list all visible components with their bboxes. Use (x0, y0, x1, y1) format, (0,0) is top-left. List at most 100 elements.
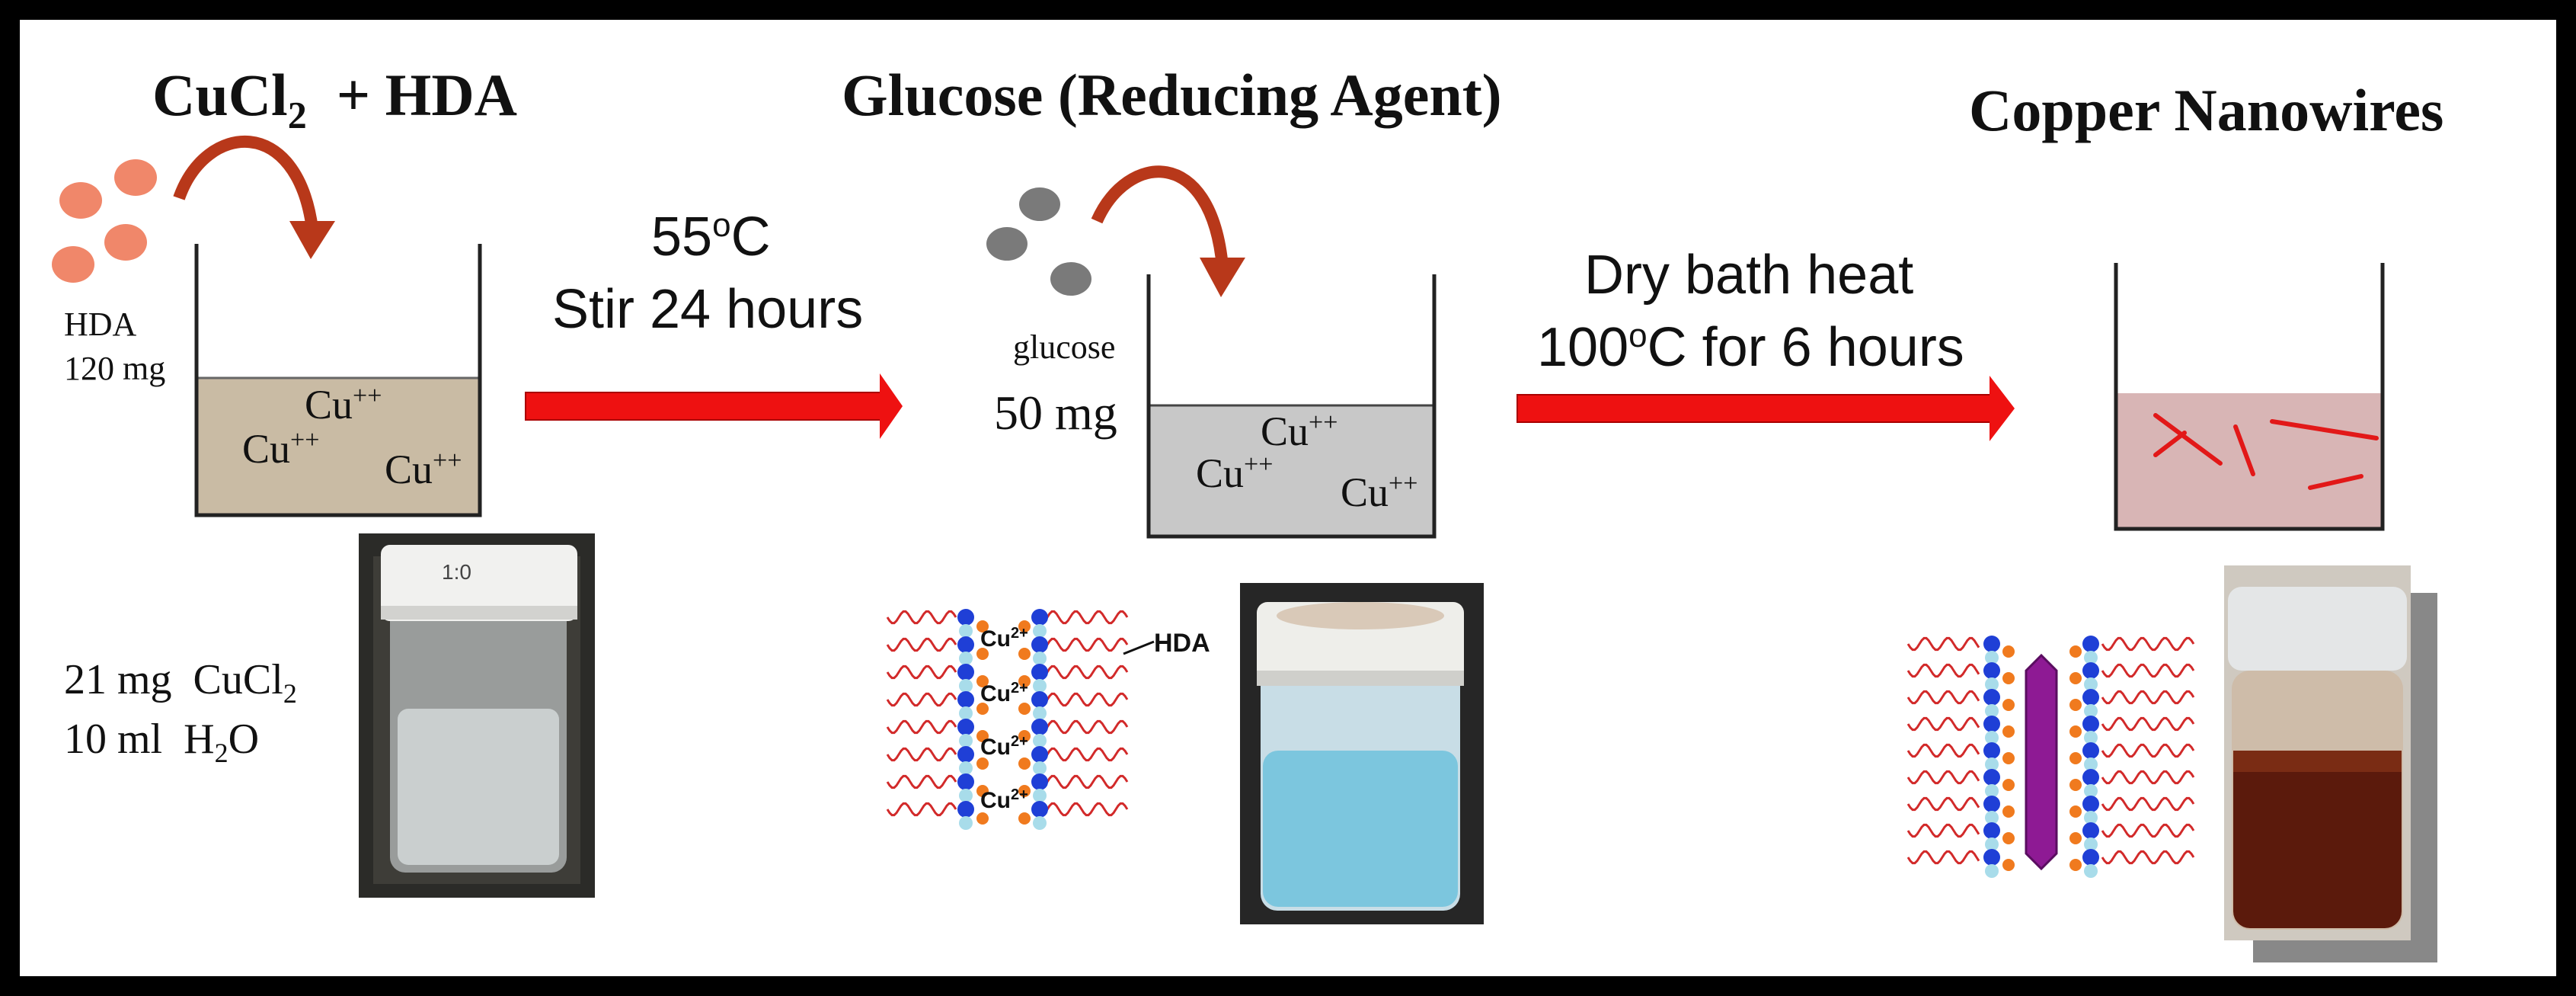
amine-head (957, 746, 974, 763)
beaker1-ion-1: Cu++ (305, 382, 382, 428)
arrow2-method: Dry bath heat (1584, 245, 1914, 306)
amine-head (1983, 636, 2000, 652)
counter-ion (976, 648, 989, 660)
counter-ion (1018, 812, 1031, 825)
ligand-node (1985, 651, 1999, 665)
counter-ion (976, 757, 989, 770)
amine-head (2082, 742, 2099, 759)
hda-chain (886, 665, 957, 680)
hda-chain (1906, 743, 1980, 758)
amine-head (1031, 636, 1048, 653)
amine-head (957, 691, 974, 708)
process-arrow-1 (525, 373, 903, 439)
hda-amount: 120 mg (64, 350, 166, 387)
arrow1-duration: Stir 24 hours (552, 279, 864, 340)
beaker1-ion-2: Cu++ (242, 426, 320, 472)
glucose-amount: 50 mg (994, 386, 1117, 440)
diagram-hda-label: HDA (1154, 629, 1210, 658)
counter-ion (2002, 859, 2015, 871)
counter-ion (2002, 725, 2015, 738)
amine-head (1983, 822, 2000, 839)
amine-head (1983, 796, 2000, 812)
step3-title: Copper Nanowires (1969, 77, 2444, 143)
hda-chain (1906, 770, 1980, 785)
counter-ion (2002, 752, 2015, 764)
hda-chain (1906, 690, 1980, 705)
cu2-ion-label: Cu2+ (980, 786, 1028, 813)
counter-ion (2002, 832, 2015, 844)
cucl2-amount: 21 mg CuCl2 (64, 656, 297, 709)
hda-chain (886, 774, 957, 789)
cu2-ion-label: Cu2+ (980, 733, 1028, 760)
amine-head (957, 719, 974, 735)
counter-ion (976, 675, 989, 687)
amine-head (1983, 662, 2000, 679)
hda-chain (1034, 719, 1129, 735)
ligand-node (2084, 651, 2098, 665)
ligand-node (1985, 864, 1999, 878)
beaker2-ion-3: Cu++ (1341, 469, 1418, 515)
beaker2-ion-2: Cu++ (1196, 450, 1274, 496)
hda-chain (1906, 823, 1980, 838)
photo-clear-vial: 1:0 (359, 533, 595, 898)
hda-chain (1906, 716, 1980, 732)
amine-head (2082, 689, 2099, 706)
ligand-node (1985, 757, 1999, 771)
counter-ion (2002, 645, 2015, 658)
hda-chain (2101, 663, 2195, 678)
hda-chain (1034, 774, 1129, 789)
hda-chain (2101, 823, 2195, 838)
beaker2-ion-1: Cu++ (1261, 408, 1338, 454)
amine-head (957, 636, 974, 653)
hda-chain (2101, 850, 2195, 865)
ligand-node (2084, 731, 2098, 745)
hda-chain (2101, 743, 2195, 758)
amine-head (2082, 769, 2099, 786)
hda-chain (1906, 850, 1980, 865)
amine-head (1983, 849, 2000, 866)
amine-head (1031, 746, 1048, 763)
photo-brown-vial (2224, 565, 2437, 962)
amine-head (2082, 662, 2099, 679)
counter-ion (2002, 699, 2015, 711)
amine-head (1983, 742, 2000, 759)
ligand-node (959, 816, 973, 830)
ligand-node (1033, 816, 1047, 830)
counter-ion (2002, 672, 2015, 684)
glucose-label: glucose (1013, 328, 1116, 366)
ligand-node (2084, 811, 2098, 825)
amine-head (1983, 716, 2000, 732)
photo-blue-vial (1240, 583, 1484, 924)
counter-ion (976, 785, 989, 797)
process-arrow-2 (1517, 376, 2015, 441)
add-glucose-arrowhead (1200, 258, 1245, 297)
ligand-node (1985, 731, 1999, 745)
counter-ion (2069, 779, 2082, 791)
counter-ion (2069, 672, 2082, 684)
ligand-node (1033, 706, 1047, 720)
hda-chain (886, 610, 957, 625)
hda-chain (1034, 610, 1129, 625)
amine-head (957, 664, 974, 681)
hda-chain (1034, 747, 1129, 762)
ligand-node (1033, 624, 1047, 638)
ligand-node (1033, 761, 1047, 775)
counter-ion (1018, 620, 1031, 633)
counter-ion (2069, 725, 2082, 738)
amine-head (1031, 664, 1048, 681)
ligand-node (1985, 811, 1999, 825)
ligand-node (1033, 679, 1047, 693)
beaker2-solution (1149, 405, 1434, 536)
beaker1-ion-3: Cu++ (385, 447, 462, 492)
ligand-node (1033, 734, 1047, 748)
hda-chain (1906, 663, 1980, 678)
nanowires (2153, 413, 2379, 490)
hda-chain (2101, 636, 2195, 652)
beaker1 (194, 244, 482, 517)
hda-chain (1034, 665, 1129, 680)
counter-ion (1018, 648, 1031, 660)
counter-ion (1018, 675, 1031, 687)
counter-ion (1018, 730, 1031, 742)
hda-chain (2101, 690, 2195, 705)
